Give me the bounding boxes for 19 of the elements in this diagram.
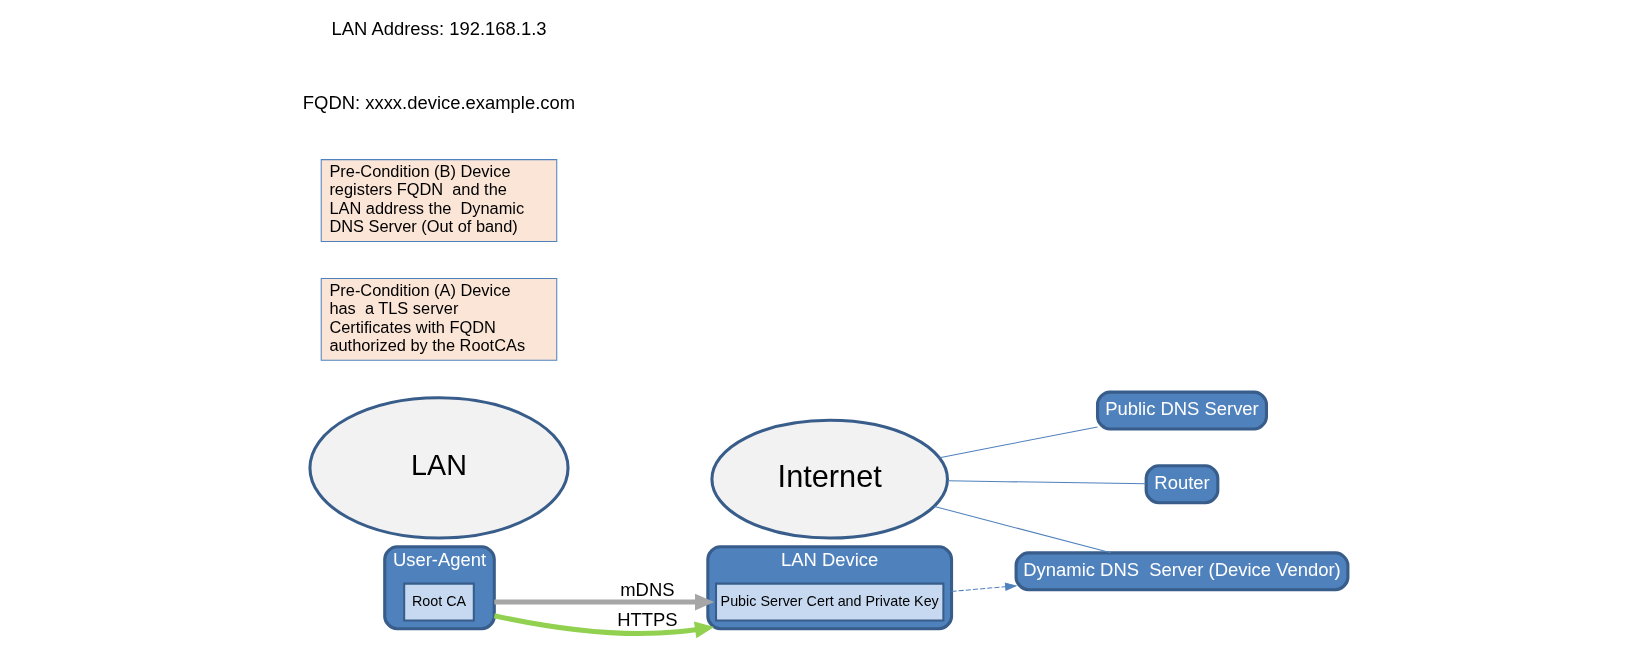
label: LAN Address: 192.168.1.3 bbox=[331, 18, 547, 40]
node-box: Public DNS Server bbox=[1095, 390, 1269, 431]
connector bbox=[933, 505, 1112, 554]
connector bbox=[939, 426, 1098, 459]
connector bbox=[947, 480, 1147, 485]
node-box: Pre-Condition (A) Device has a TLS server Certificates with FQDN authorized by the RootCAs bbox=[320, 277, 558, 361]
label: FQDN: xxxx.device.example.com bbox=[302, 91, 576, 113]
node-ellipse: Internet bbox=[710, 418, 949, 540]
node-box: Pubic Server Cert and Private Key bbox=[715, 582, 945, 622]
node-box: Router bbox=[1144, 464, 1220, 505]
node-ellipse: LAN bbox=[308, 396, 570, 540]
edge-label: HTTPS bbox=[617, 609, 678, 630]
arrow bbox=[951, 582, 1018, 592]
node-box: Pre-Condition (B) Device registers FQDN and the LAN address the Dynamic DNS Server (Out of band) bbox=[320, 159, 558, 243]
arrow bbox=[493, 613, 715, 639]
edge-label: mDNS bbox=[620, 579, 675, 601]
arrow bbox=[494, 593, 715, 611]
node-box: Root CA bbox=[403, 582, 475, 622]
node-box: Dynamic DNS Server (Device Vendor) bbox=[1014, 551, 1350, 592]
